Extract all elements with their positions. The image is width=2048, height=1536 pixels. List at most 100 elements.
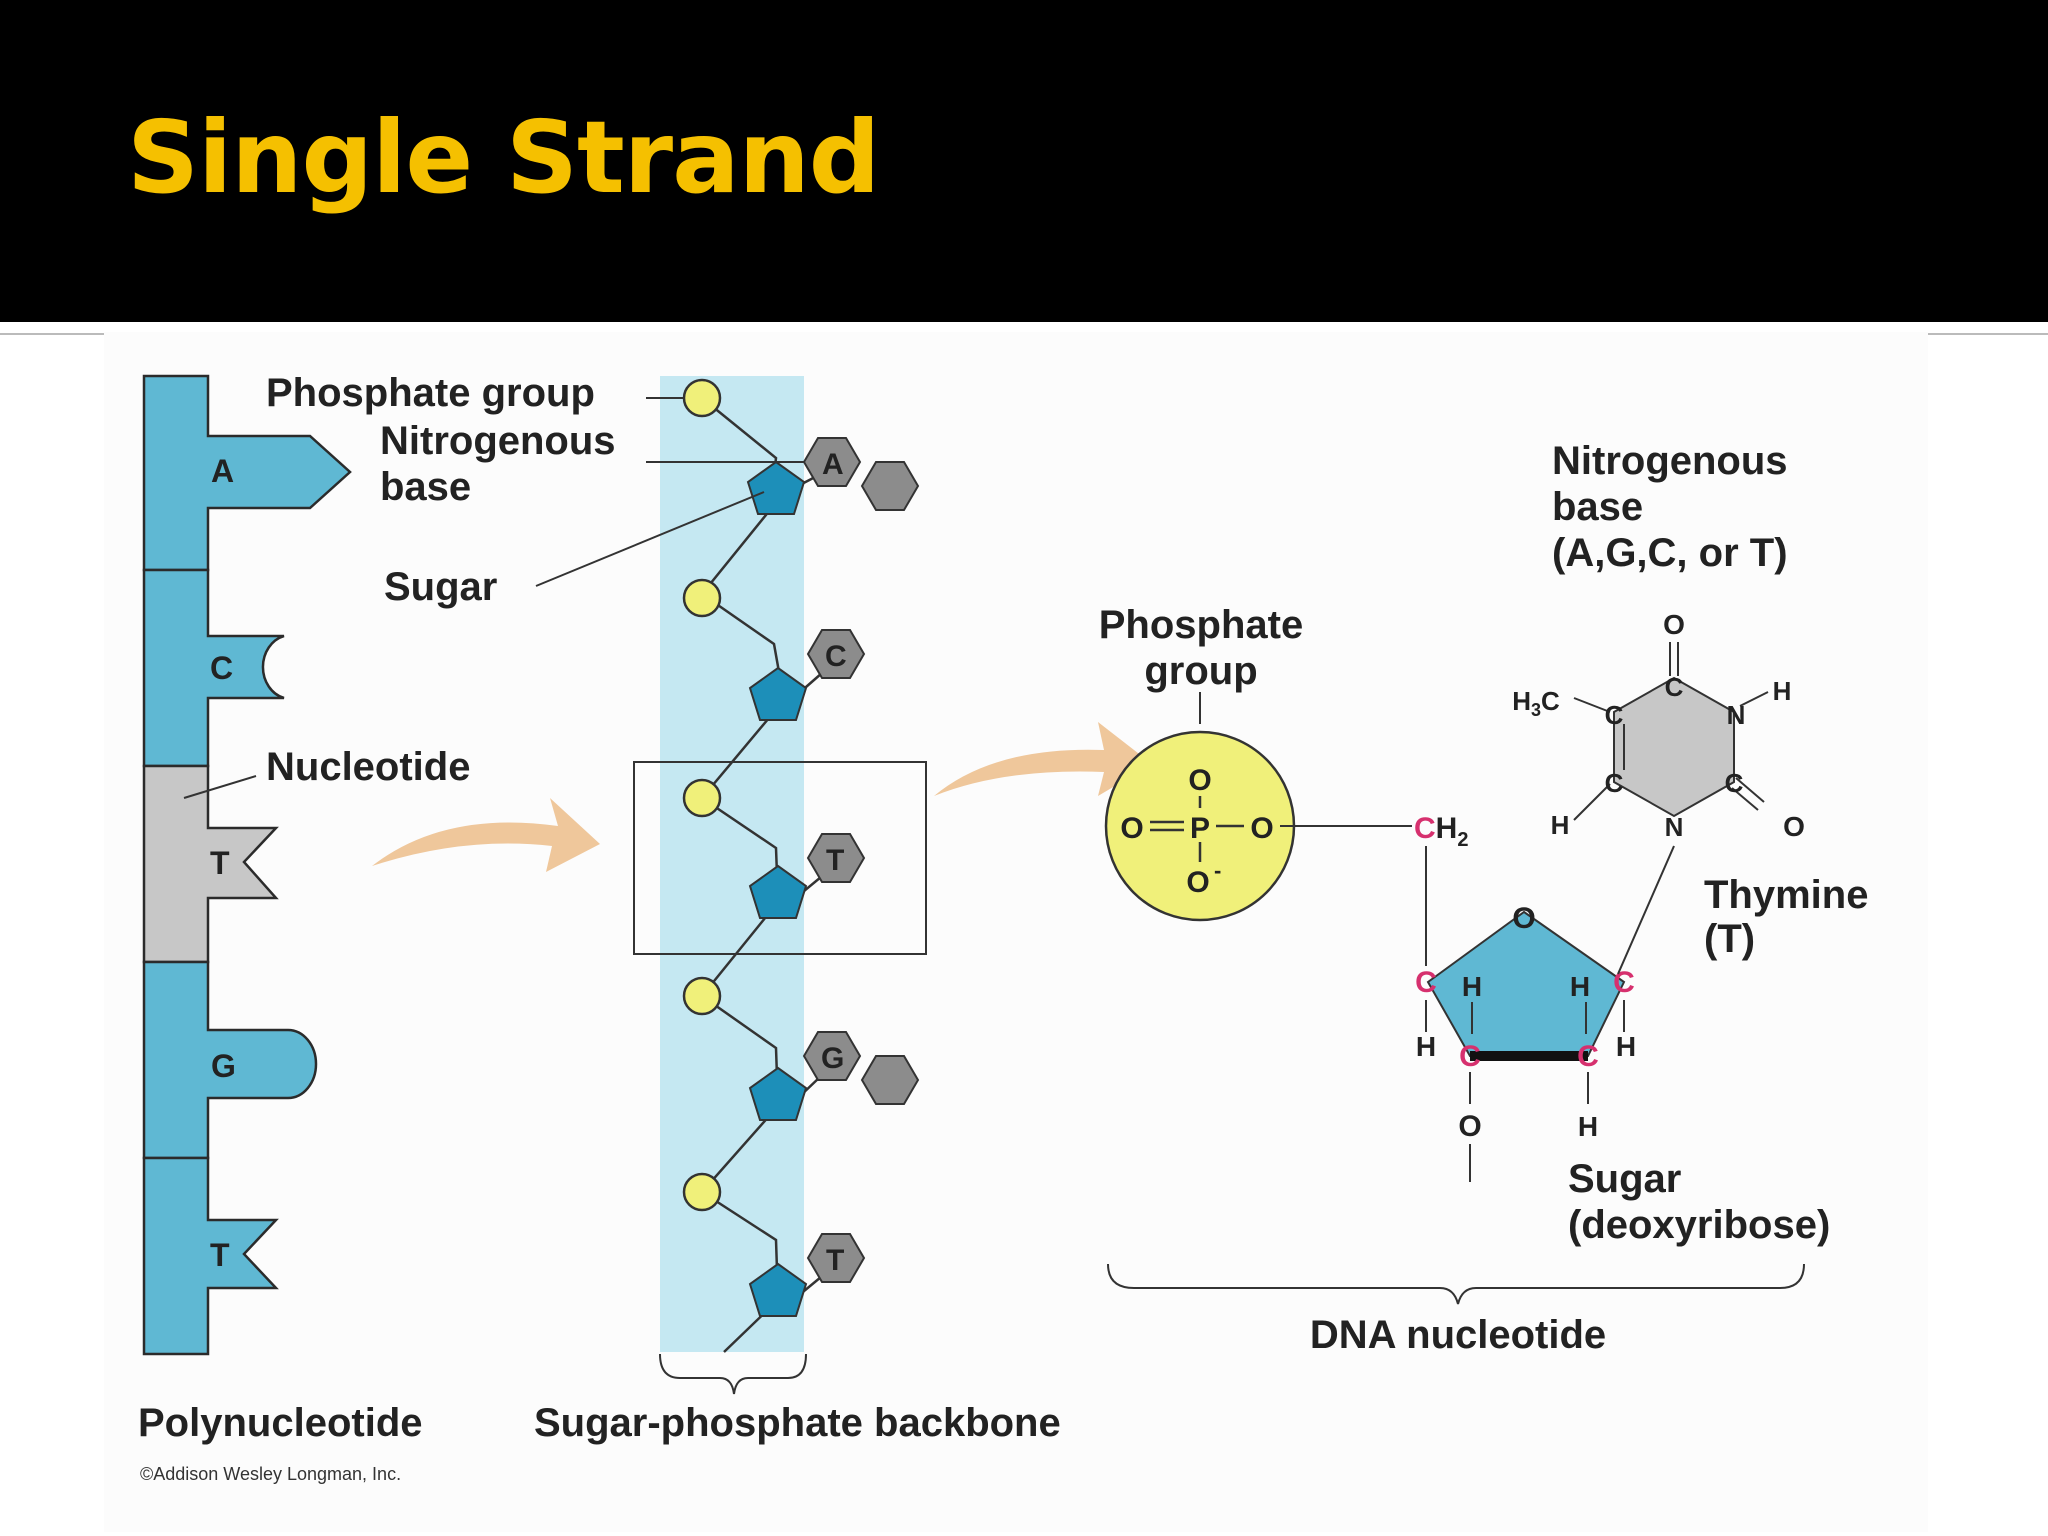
- backbone-caption: Sugar-phosphate backbone: [534, 1401, 1061, 1445]
- bond-c-o-right-2: [1731, 787, 1759, 811]
- phosphate-detail-label-1: Phosphate: [1099, 603, 1303, 647]
- copyright-notice: ©Addison Wesley Longman, Inc.: [140, 1464, 401, 1484]
- nucleotide-selection-box: [633, 761, 927, 955]
- sugar-3: [748, 864, 808, 919]
- sugar-pointer: [535, 491, 765, 587]
- base-c: [806, 629, 866, 679]
- sugar-detail-label-2: (deoxyribose): [1568, 1203, 1830, 1247]
- sugar-c1: C: [1613, 966, 1635, 999]
- backbone-base-c: C: [825, 640, 847, 673]
- thymine-c-top: C: [1665, 672, 1684, 702]
- thymine-o-right: O: [1783, 811, 1805, 842]
- thymine-c-left-top: C: [1605, 700, 1624, 730]
- nucleotide-pointer: [183, 775, 257, 799]
- phosphate-p: P: [1190, 812, 1210, 845]
- phosphate-3: [682, 778, 722, 818]
- sugar-o3: O: [1458, 1110, 1481, 1143]
- thymine-label-1: Thymine: [1704, 873, 1868, 917]
- bond-n-h: [1739, 691, 1769, 707]
- thymine-c-right-bottom: C: [1725, 768, 1744, 798]
- sugar-h2a: H: [1616, 1031, 1636, 1062]
- sugar-2: [748, 666, 808, 721]
- poly-base-c: C: [210, 650, 233, 686]
- thymine-n-right: N: [1727, 700, 1746, 730]
- diagram-canvas: A C T G T Nucleotide Polynucleotide: [138, 371, 1869, 1484]
- thymine-h3c: H3C: [1512, 686, 1560, 720]
- backbone-band: [660, 376, 804, 1352]
- sugar-h2b: H: [1578, 1111, 1598, 1142]
- backbone-base-t-2: T: [826, 1244, 844, 1277]
- bond-c6-h: [1573, 783, 1611, 821]
- flow-arrow-right: [934, 722, 1152, 796]
- thymine-ring: [1613, 676, 1735, 818]
- poly-base-a: A: [211, 453, 234, 489]
- sugar-label: Sugar: [384, 565, 497, 609]
- thymine-c-left-bottom: C: [1605, 768, 1624, 798]
- nucleotide-block-g: [142, 960, 318, 1160]
- sugar-4: [748, 1066, 808, 1121]
- phosphate-o-charge: -: [1214, 858, 1221, 883]
- nucleotide-detail: Phosphate group O O P O O - CH2 O C C C …: [1099, 439, 1869, 1357]
- flow-arrow-left: [372, 798, 600, 872]
- phosphate-4: [682, 976, 722, 1016]
- phosphate-detail-label-2: group: [1144, 649, 1257, 693]
- title-bar: Single Strand: [0, 0, 2048, 322]
- base-label: base: [380, 465, 471, 509]
- phosphate-o-left: O: [1120, 812, 1143, 845]
- sugar-h3a: H: [1416, 1031, 1436, 1062]
- poly-base-t-2: T: [210, 1237, 230, 1273]
- divider-right: [1928, 333, 2048, 335]
- thymine-n-bottom: N: [1665, 812, 1684, 842]
- nitrogenous-base-detail-label-1: Nitrogenous: [1552, 439, 1788, 483]
- sugar-5: [748, 1262, 808, 1317]
- nitrogenous-base-detail-label-2: base: [1552, 485, 1643, 529]
- sugar-h1: H: [1570, 971, 1590, 1002]
- base-g-ring-2: [860, 1055, 920, 1105]
- backbone-brace: [659, 1353, 807, 1395]
- phosphate-1: [682, 378, 722, 418]
- divider-left: [0, 333, 104, 335]
- thymine-h-left: H: [1551, 810, 1570, 840]
- phosphate-group-label: Phosphate group: [266, 371, 595, 415]
- poly-base-t-1: T: [210, 845, 230, 881]
- backbone-base-t-1: T: [826, 844, 844, 877]
- thymine-o-top: O: [1663, 609, 1685, 640]
- nitrogenous-label: Nitrogenous: [380, 419, 616, 463]
- sugar-h4: H: [1462, 971, 1482, 1002]
- base-t-1: [806, 833, 866, 883]
- nucleotide-brace: [1107, 1263, 1805, 1305]
- bond-ch3: [1573, 697, 1611, 713]
- backbone-base-a: A: [822, 448, 844, 481]
- dna-strand-figure: A C T G T Nucleotide Polynucleotide: [104, 332, 1928, 1532]
- phosphate-2: [682, 578, 722, 618]
- phosphate-o-bottom: O: [1186, 866, 1209, 899]
- phosphate-o-right: O: [1250, 812, 1273, 845]
- backbone-base-g: G: [821, 1042, 844, 1075]
- nitrogenous-base-detail-label-3: (A,G,C, or T): [1552, 531, 1788, 575]
- sugar-detail-label-1: Sugar: [1568, 1157, 1681, 1201]
- backbone-column: A C T G T Phosphate group Nitrogenous ba…: [266, 371, 1061, 1445]
- polynucleotide-column: A C T G T Nucleotide Polynucleotide: [138, 374, 470, 1445]
- base-g-ring-1: [802, 1031, 862, 1081]
- slide-title: Single Strand: [127, 99, 880, 216]
- sugar-o-ring: O: [1512, 902, 1535, 935]
- sugar-1: [746, 460, 806, 515]
- phosphate-o-top: O: [1188, 764, 1211, 797]
- bond-c1-n: [1617, 845, 1675, 975]
- poly-base-g: G: [211, 1048, 236, 1084]
- nucleotide-block-c: [142, 568, 285, 768]
- dna-nucleotide-caption: DNA nucleotide: [1310, 1313, 1606, 1357]
- base-a-ring-2: [860, 461, 920, 511]
- thymine-h-right: H: [1773, 676, 1792, 706]
- ch2-group: CH2: [1414, 812, 1468, 851]
- base-t-2: [806, 1233, 866, 1283]
- sugar-c2: C: [1577, 1040, 1599, 1073]
- nucleotide-label: Nucleotide: [266, 745, 470, 789]
- phosphate-5: [682, 1172, 722, 1212]
- bond-c-o-right-1: [1735, 777, 1765, 803]
- polynucleotide-caption: Polynucleotide: [138, 1401, 423, 1445]
- sugar-c3: C: [1459, 1040, 1481, 1073]
- nucleotide-block-t: [142, 1156, 279, 1356]
- sugar-c4: C: [1415, 966, 1437, 999]
- thymine-label-2: (T): [1704, 917, 1755, 961]
